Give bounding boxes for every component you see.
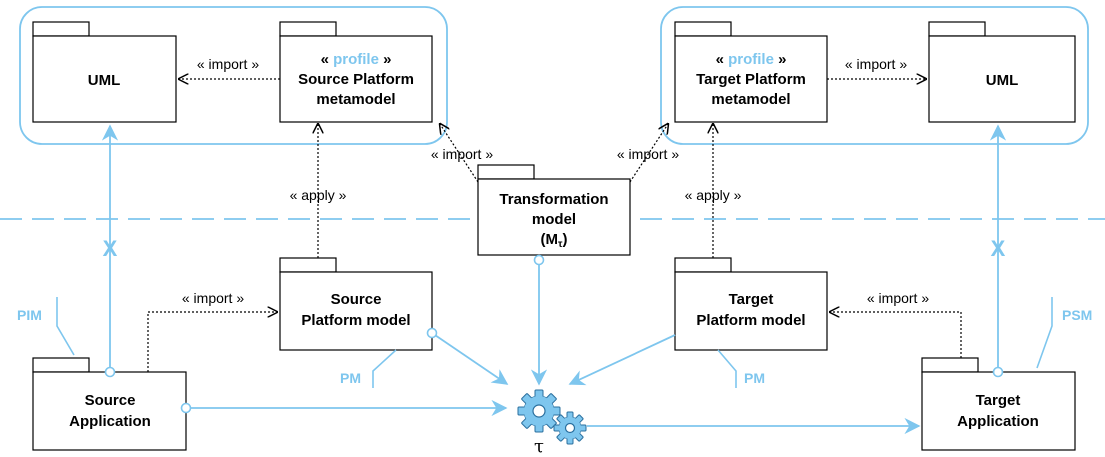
gears-icon[interactable]: [517, 389, 587, 445]
label-pm-left: PM: [340, 370, 361, 386]
source-platform-model-line2: Platform model: [301, 312, 410, 329]
x-mark-right: X: [991, 236, 1006, 261]
source-metamodel-line1: Source Platform: [298, 71, 414, 88]
import-arrow-bottom-right: [830, 312, 962, 358]
transformation-line2: model: [532, 211, 576, 228]
package-uml-right-title: UML: [986, 72, 1019, 89]
label-pim: PIM: [17, 307, 42, 323]
target-metamodel-line2: metamodel: [711, 91, 790, 108]
import-arrow-bottom-left: [147, 312, 277, 372]
label-apply-right: « apply »: [685, 187, 742, 203]
package-source-platform-metamodel[interactable]: « profile » Source Platform metamodel: [279, 21, 433, 123]
pim-annotation: [56, 297, 75, 356]
label-import-left-top: « import »: [197, 56, 259, 72]
package-uml-left[interactable]: UML: [32, 21, 177, 123]
target-application-line2: Application: [957, 413, 1039, 430]
package-source-application[interactable]: Source Application: [32, 357, 187, 451]
label-import-trans-right: « import »: [617, 146, 679, 162]
source-metamodel-line2: metamodel: [316, 91, 395, 108]
psm-annotation: [1036, 297, 1053, 369]
package-target-application[interactable]: Target Application: [921, 357, 1076, 451]
label-import-bottom-left: « import »: [182, 290, 244, 306]
input-arrow-target-platform: [568, 334, 676, 386]
package-uml-left-title: UML: [88, 72, 121, 89]
source-application-line2: Application: [69, 413, 151, 430]
transformation-line1: Transformation: [499, 191, 608, 208]
x-mark-left: X: [103, 236, 118, 261]
target-application-line1: Target: [976, 392, 1021, 409]
pm-right-annotation: [717, 349, 737, 388]
source-application-line1: Source: [85, 392, 136, 409]
transformation-line3: (Mτ): [541, 231, 568, 250]
target-platform-model-line2: Platform model: [696, 312, 805, 329]
label-import-bottom-right: « import »: [867, 290, 929, 306]
package-target-platform-metamodel[interactable]: « profile » Target Platform metamodel: [674, 21, 828, 123]
import-arrow-trans-right: [629, 124, 668, 183]
label-psm: PSM: [1062, 307, 1092, 323]
source-platform-model-line1: Source: [331, 291, 382, 308]
target-metamodel-line1: Target Platform: [696, 71, 806, 88]
target-metamodel-stereotype: « profile »: [716, 51, 787, 68]
label-import-right-top: « import »: [845, 56, 907, 72]
source-metamodel-group: [19, 6, 448, 145]
source-metamodel-stereotype: « profile »: [321, 51, 392, 68]
pm-left-annotation: [372, 349, 397, 388]
target-platform-model-line1: Target: [729, 291, 774, 308]
package-target-platform-model[interactable]: Target Platform model: [674, 257, 828, 351]
package-source-platform-model[interactable]: Source Platform model: [279, 257, 433, 351]
label-pm-right: PM: [744, 370, 765, 386]
target-metamodel-group: [660, 6, 1089, 145]
package-uml-right[interactable]: UML: [928, 21, 1076, 123]
import-arrow-trans-left: [440, 124, 479, 183]
input-arrow-source-platform: [431, 332, 509, 385]
label-tau: τ: [534, 436, 544, 457]
label-import-trans-left: « import »: [431, 146, 493, 162]
package-transformation-model[interactable]: Transformation model (Mτ): [477, 164, 631, 256]
label-apply-left: « apply »: [290, 187, 347, 203]
